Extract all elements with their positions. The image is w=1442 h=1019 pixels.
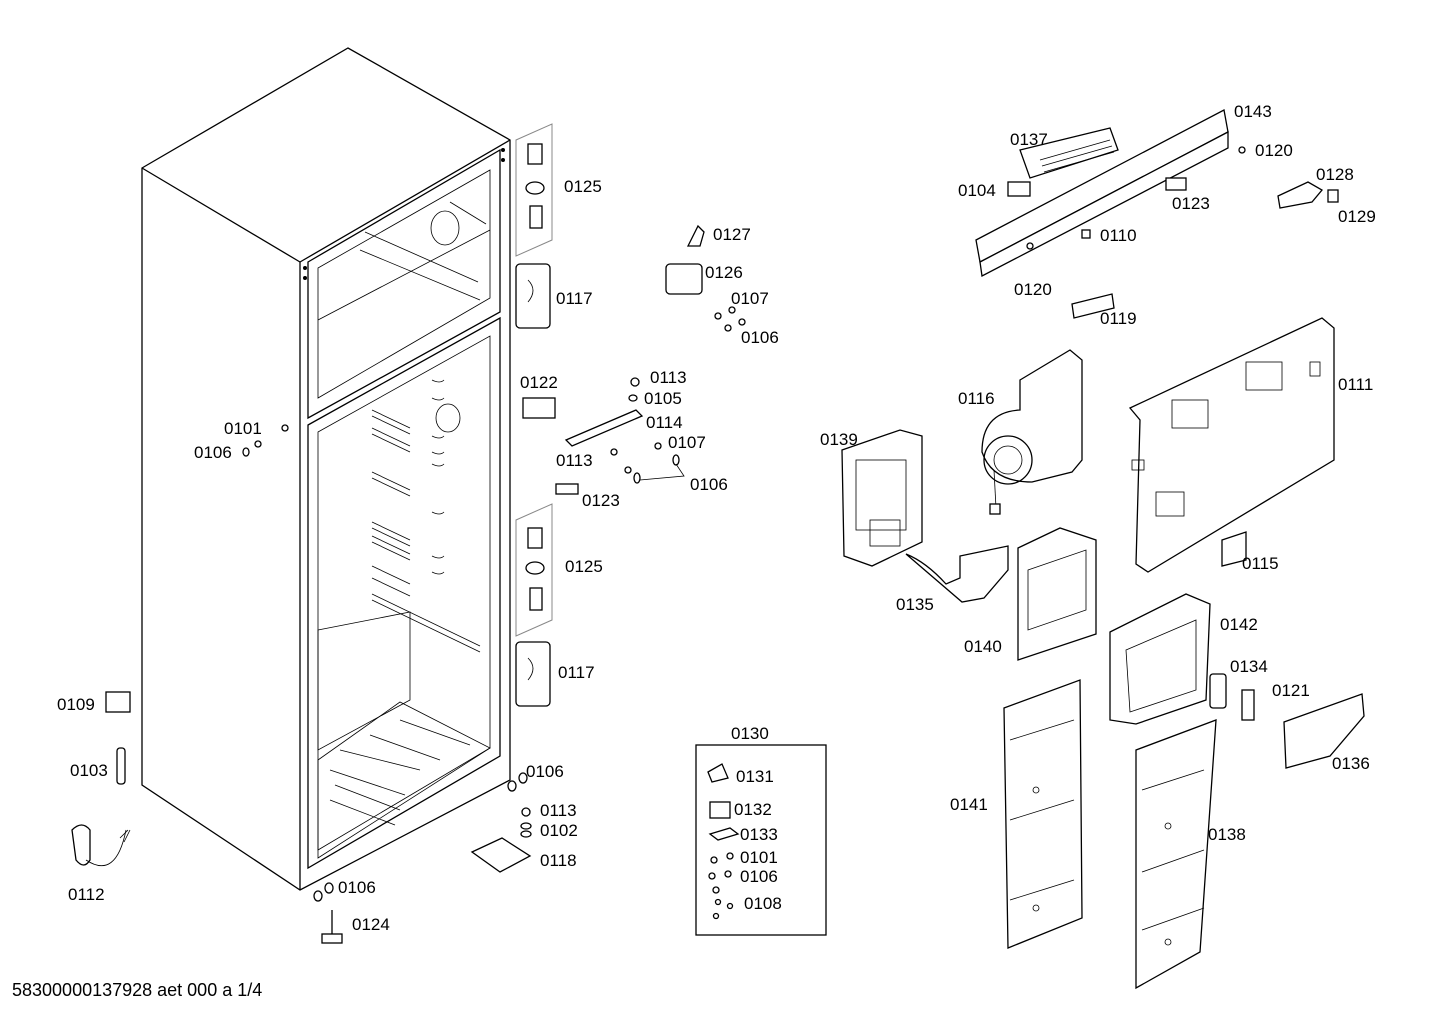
label-0106: 0106	[741, 328, 779, 347]
hinge-parts-middle	[522, 224, 746, 495]
label-0126: 0126	[705, 263, 743, 282]
label-0103: 0103	[70, 761, 108, 780]
label-0123: 0123	[582, 491, 620, 510]
label-0133: 0133	[740, 825, 778, 844]
label-0125: 0125	[564, 177, 602, 196]
hinge-group-top	[515, 123, 553, 257]
label-0108: 0108	[744, 894, 782, 913]
label-0136: 0136	[1332, 754, 1370, 773]
label-0142: 0142	[1220, 615, 1258, 634]
label-0132: 0132	[734, 800, 772, 819]
label-0140: 0140	[964, 637, 1002, 656]
label-0106: 0106	[526, 762, 564, 781]
evaporator-cover	[1128, 317, 1335, 573]
label-0110: 0110	[1100, 226, 1137, 245]
hinge-cover-top	[515, 263, 551, 329]
label-0114: 0114	[646, 413, 683, 432]
label-0112: 0112	[68, 885, 105, 904]
label-0101: 0101	[740, 848, 778, 867]
drawing-reference-number: 58300000137928 aet 000 a 1/4	[12, 980, 263, 1000]
label-0117: 0117	[558, 663, 595, 682]
label-0131: 0131	[736, 767, 774, 786]
label-0119: 0119	[1100, 309, 1137, 328]
label-0127: 0127	[713, 225, 751, 244]
part-labels: 0101 0106 0125 0117 0127 0126 0107 0106 …	[57, 102, 1376, 934]
back-panel-right	[1135, 719, 1217, 990]
label-0115: 0115	[1242, 554, 1279, 573]
label-0117: 0117	[556, 289, 593, 308]
label-0106: 0106	[740, 867, 778, 886]
label-0118: 0118	[540, 851, 577, 870]
label-0113: 0113	[556, 451, 593, 470]
air-duct-right	[1109, 593, 1365, 769]
hinge-cover-mid	[515, 641, 551, 707]
label-0120: 0120	[1255, 141, 1293, 160]
back-panel-left	[1003, 679, 1083, 949]
label-0137: 0137	[1010, 130, 1048, 149]
label-0113: 0113	[650, 368, 687, 387]
label-0135: 0135	[896, 595, 934, 614]
label-0113: 0113	[540, 801, 577, 820]
top-air-channel	[975, 109, 1339, 319]
label-0139: 0139	[820, 430, 858, 449]
label-0141: 0141	[950, 795, 988, 814]
label-0122: 0122	[520, 373, 558, 392]
bottom-hinge-parts	[313, 772, 532, 944]
cabinet-drawing	[141, 47, 511, 891]
label-0121: 0121	[1272, 681, 1310, 700]
hinge-group-mid	[515, 503, 553, 637]
label-0120: 0120	[1014, 280, 1052, 299]
label-0125: 0125	[565, 557, 603, 576]
label-0109: 0109	[57, 695, 95, 714]
label-0104: 0104	[958, 181, 996, 200]
air-duct-center	[1017, 527, 1097, 661]
label-0111: 0111	[1338, 375, 1373, 394]
label-0107: 0107	[668, 433, 706, 452]
label-0106: 0106	[690, 475, 728, 494]
damper-housing	[841, 429, 1009, 603]
label-0106: 0106	[194, 443, 232, 462]
left-small-parts	[71, 424, 289, 866]
label-0123: 0123	[1172, 194, 1210, 213]
label-0124: 0124	[352, 915, 390, 934]
label-0128: 0128	[1316, 165, 1354, 184]
label-0129: 0129	[1338, 207, 1376, 226]
label-0107: 0107	[731, 289, 769, 308]
fan-assembly	[981, 349, 1083, 515]
label-0134: 0134	[1230, 657, 1268, 676]
label-0116: 0116	[958, 389, 995, 408]
label-0102: 0102	[540, 821, 578, 840]
label-0101: 0101	[224, 419, 262, 438]
parts-kit-box	[695, 744, 827, 936]
label-0105: 0105	[644, 389, 682, 408]
label-0143: 0143	[1234, 102, 1272, 121]
label-0138: 0138	[1208, 825, 1246, 844]
label-0106: 0106	[338, 878, 376, 897]
label-0130: 0130	[731, 724, 769, 743]
